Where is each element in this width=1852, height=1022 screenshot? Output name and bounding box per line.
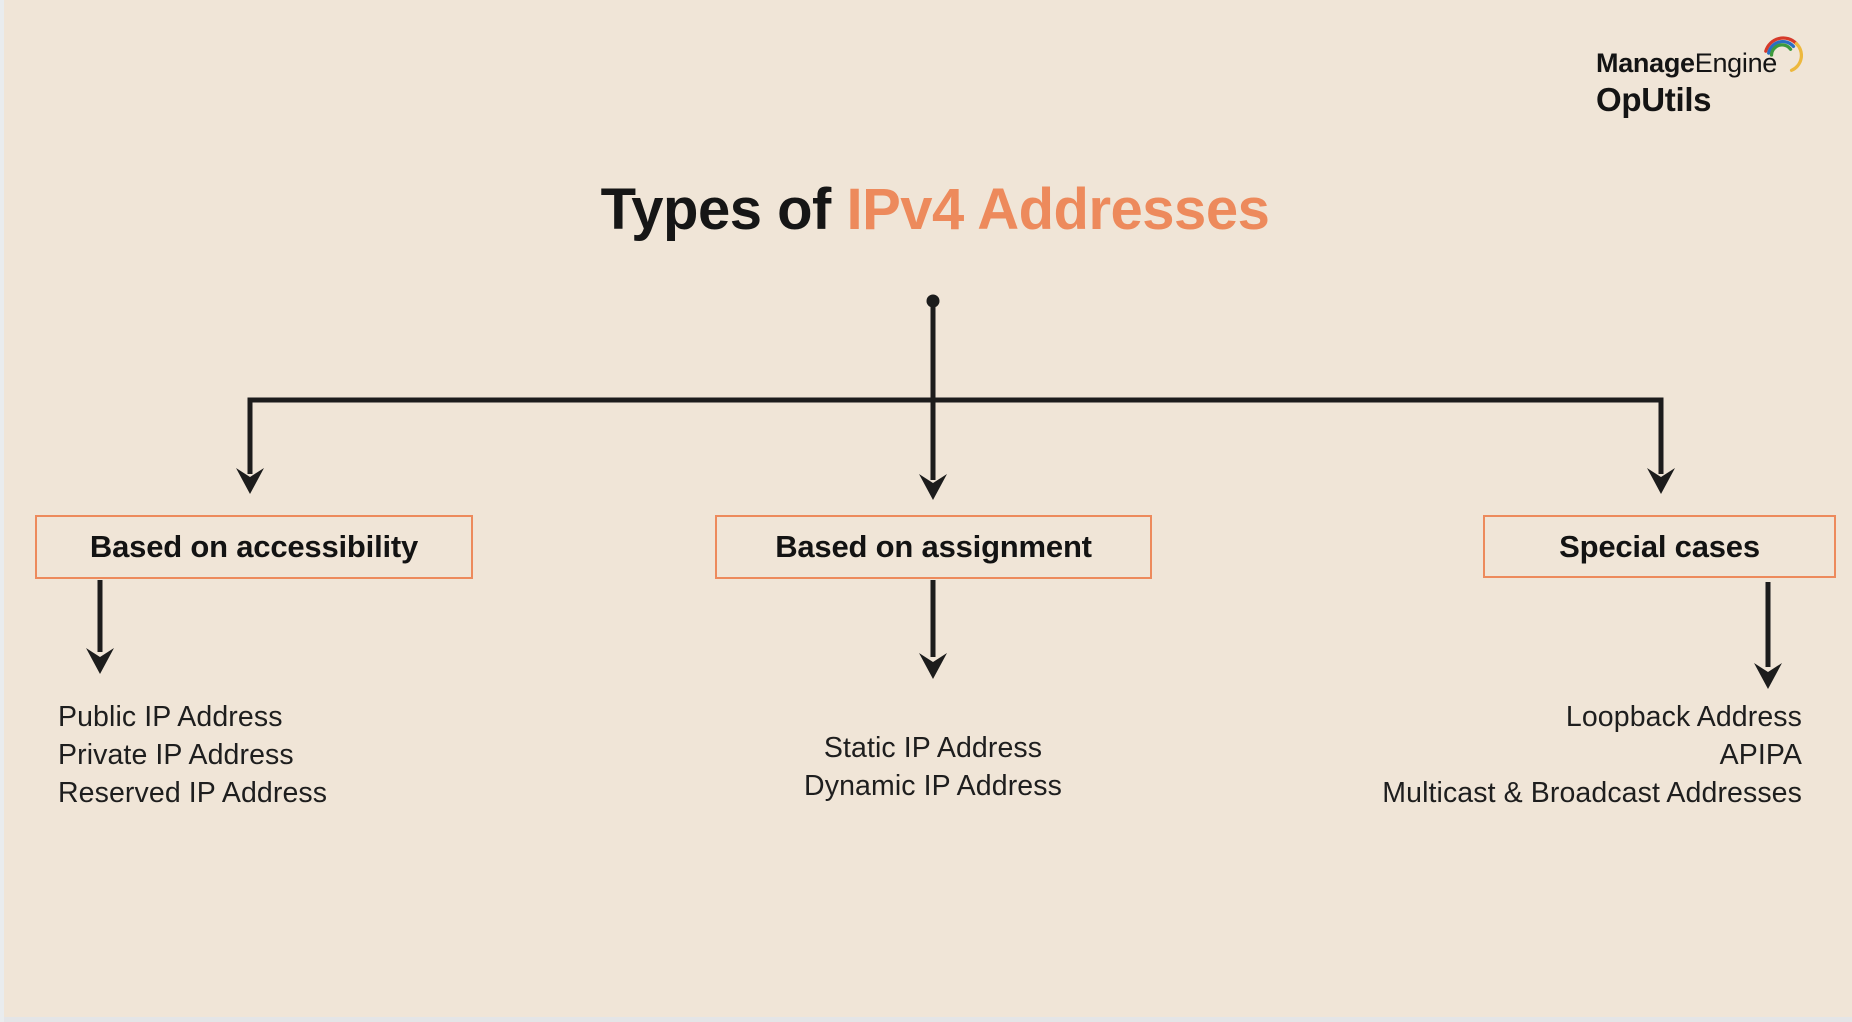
branch-label-special-cases: Special cases: [1559, 528, 1760, 564]
logo-brand-bold: Manage: [1596, 48, 1695, 78]
leaf-list-assignment: Static IP Address Dynamic IP Address: [0, 729, 1852, 805]
page-title: Types of IPv4 Addresses: [0, 176, 1852, 243]
logo-brand-light: Engine: [1694, 48, 1778, 78]
leaf-item-static-ip: Static IP Address: [823, 732, 1043, 764]
arrowhead-left-list: [86, 648, 114, 674]
leaf-list-special-cases: Loopback Address APIPA Multicast & Broad…: [1382, 698, 1802, 812]
logo-brand-line: ManageEngine: [1596, 36, 1804, 78]
logo-swoosh-icon: [1764, 36, 1804, 72]
branch-box-special-cases: Special cases: [1483, 515, 1836, 578]
window-edge-left: [0, 0, 4, 1022]
leaf-item-apipa: APIPA: [1719, 739, 1802, 771]
leaf-item-reserved-ip: Reserved IP Address: [58, 777, 328, 809]
arrowhead-mid-box: [919, 474, 947, 500]
leaf-item-public-ip: Public IP Address: [58, 701, 283, 733]
manageengine-logo: ManageEngine OpUtils: [1596, 36, 1804, 119]
arrowhead-right-box: [1647, 468, 1675, 494]
leaf-list-accessibility: Public IP Address Private IP Address Res…: [58, 698, 327, 812]
leaf-item-private-ip: Private IP Address: [58, 739, 294, 771]
page-title-prefix: Types of: [600, 177, 847, 242]
root-dot: [926, 294, 940, 308]
logo-product-name: OpUtils: [1596, 81, 1712, 118]
branch-label-assignment: Based on assignment: [775, 529, 1092, 564]
branch-label-accessibility: Based on accessibility: [89, 529, 419, 564]
leaf-item-multicast-broadcast: Multicast & Broadcast Addresses: [1382, 777, 1802, 809]
branch-box-accessibility: Based on accessibility: [35, 515, 473, 579]
leaf-item-dynamic-ip: Dynamic IP Address: [804, 770, 1062, 802]
arrowhead-left-box: [236, 468, 264, 494]
page-title-highlight: IPv4 Addresses: [846, 177, 1270, 242]
arrowhead-mid-list: [919, 653, 947, 679]
leaf-item-loopback: Loopback Address: [1565, 701, 1802, 733]
window-edge-bottom: [4, 1017, 1852, 1022]
branch-box-assignment: Based on assignment: [715, 515, 1152, 579]
arrowhead-right-list: [1754, 663, 1782, 689]
